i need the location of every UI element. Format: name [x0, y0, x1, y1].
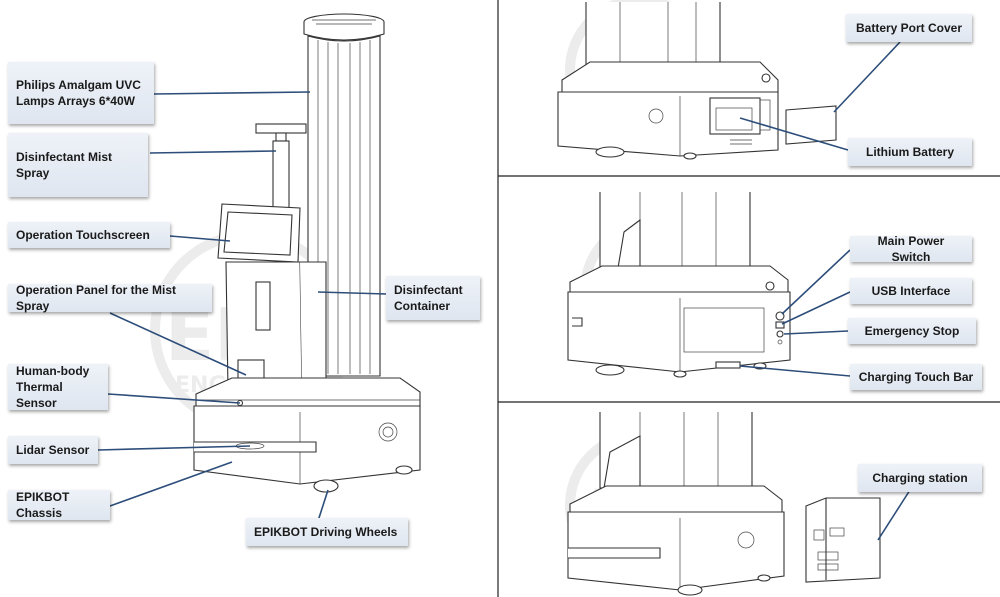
leader-panel: [109, 312, 247, 376]
label-usb-interface: USB Interface: [850, 278, 972, 304]
leader-touchscreen: [169, 235, 231, 242]
label-mist-spray: Disinfectant Mist Spray: [8, 133, 148, 197]
leader-main-power: [781, 249, 851, 315]
robot-ports-drawing: [567, 192, 791, 378]
label-main-power-switch: Main Power Switch: [850, 234, 972, 264]
label-operation-panel: Operation Panel for the Mist Spray: [8, 283, 212, 313]
leader-charging-bar: [739, 365, 851, 377]
leader-charging-station: [877, 489, 911, 541]
label-lidar: Lidar Sensor: [8, 436, 98, 464]
leader-thermal: [107, 393, 241, 404]
leader-emergency: [783, 330, 849, 335]
label-touchscreen: Operation Touchscreen: [8, 222, 170, 248]
label-driving-wheels: EPIKBOT Driving Wheels: [246, 518, 408, 546]
label-charging-touch-bar: Charging Touch Bar: [850, 364, 982, 390]
leader-lidar: [97, 445, 251, 451]
robot-charging-drawing: [567, 412, 881, 596]
label-chassis: EPIKBOT Chassis: [8, 490, 110, 520]
leader-usb: [781, 291, 851, 325]
label-emergency-stop: Emergency Stop: [848, 318, 976, 344]
leader-battery-cover: [833, 41, 901, 113]
leader-mist: [149, 150, 277, 154]
robot-battery-drawing: [557, 2, 837, 160]
robot-main-drawing: [193, 13, 421, 493]
label-uvc-lamps: Philips Amalgam UVC Lamps Arrays 6*40W: [8, 62, 154, 124]
leader-wheels: [317, 489, 329, 522]
label-charging-station: Charging station: [858, 464, 982, 492]
leader-lithium: [739, 117, 849, 151]
label-thermal-sensor: Human-body Thermal Sensor: [8, 364, 108, 410]
leader-container: [317, 291, 387, 295]
label-lithium-battery: Lithium Battery: [848, 138, 972, 166]
leader-uvc: [153, 91, 311, 95]
label-battery-port-cover: Battery Port Cover: [846, 14, 972, 42]
label-disinfectant-container: Disinfectant Container: [386, 276, 480, 320]
leader-chassis: [109, 461, 233, 507]
